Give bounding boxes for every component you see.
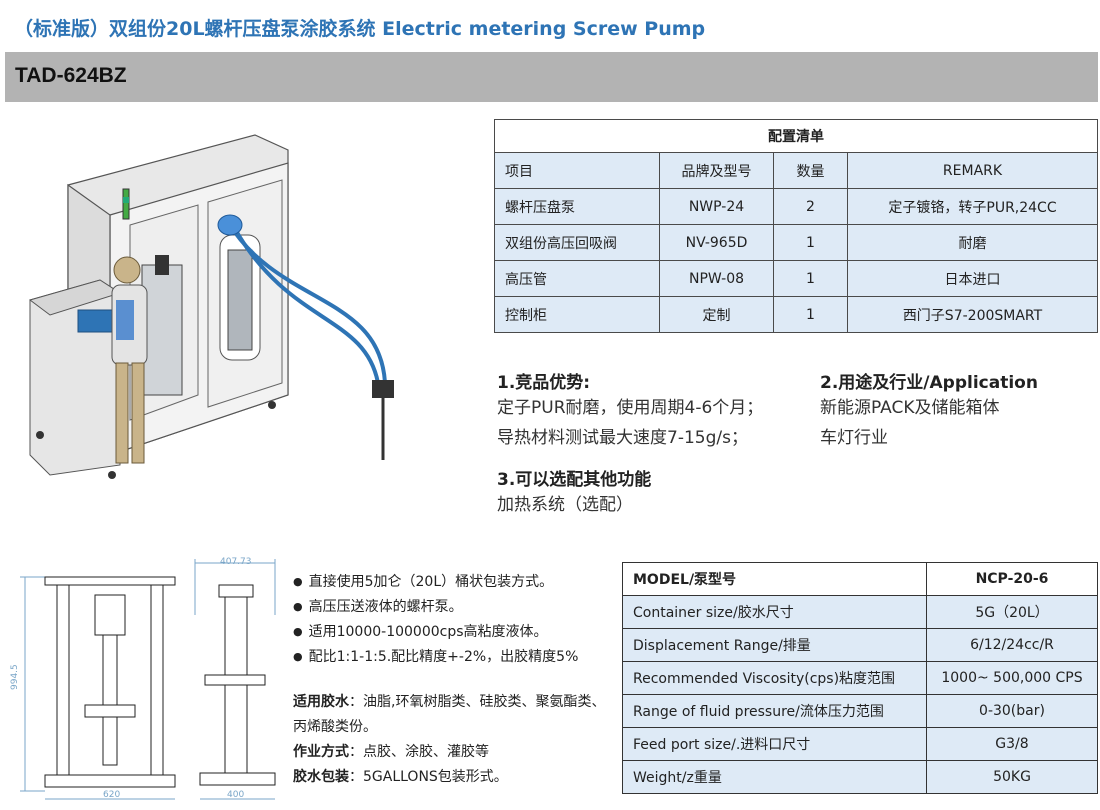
model-number: TAD-624BZ	[15, 64, 127, 87]
table-row: MODEL/泵型号 NCP-20-6	[622, 562, 1098, 596]
config-cell: 2	[773, 188, 848, 225]
config-cell: 定子镀铬，转子PUR,24CC	[847, 188, 1098, 225]
config-cell: 1	[773, 260, 848, 297]
machine-illustration	[28, 134, 394, 479]
page-title: （标准版）双组份20L螺杆压盘泵涂胶系统 Electric metering S…	[14, 18, 706, 40]
table-row: Feed port size/.进料口尺寸 G3/8	[622, 727, 1098, 761]
dim-width-top: 407.73	[220, 557, 252, 567]
config-header-qty: 数量	[773, 152, 848, 189]
technical-drawing: 994.5 620 407.73 400	[10, 557, 276, 800]
config-header-brand: 品牌及型号	[659, 152, 774, 189]
config-cell: 日本进口	[847, 260, 1098, 297]
table-row: Weight/z重量 50KG	[622, 760, 1098, 794]
method-info: 作业方式：点胶、涂胶、灌胶等	[293, 740, 608, 765]
advantage-line: 导热材料测试最大速度7-15g/s；	[497, 428, 748, 448]
spec-value: 50KG	[926, 760, 1098, 794]
bullet-item: 直接使用5加仑（20L）桶状包装方式。	[293, 570, 613, 595]
spec-label: Recommended Viscosity(cps)粘度范围	[622, 661, 927, 695]
application-line: 新能源PACK及储能箱体	[820, 398, 1000, 418]
advantage-line: 定子PUR耐磨，使用周期4-6个月；	[497, 398, 764, 418]
dim-height: 994.5	[10, 664, 20, 690]
table-row: 双组份高压回吸阀 NV-965D 1 耐磨	[494, 224, 1098, 261]
config-cell: 定制	[659, 296, 774, 333]
bullet-item: 配比1:1-1:5.配比精度+-2%，出胶精度5%	[293, 645, 613, 670]
config-header-item: 项目	[494, 152, 660, 189]
method-label: 作业方式	[293, 744, 349, 760]
spec-label: MODEL/泵型号	[622, 562, 927, 596]
config-cell: 螺杆压盘泵	[494, 188, 660, 225]
advantage-section: 1.竞品优势: 定子PUR耐磨，使用周期4-6个月； 导热材料测试最大速度7-1…	[497, 368, 817, 453]
application-title: 2.用途及行业/Application	[820, 373, 1038, 393]
method-text: ：点胶、涂胶、灌胶等	[349, 744, 489, 760]
config-cell: NWP-24	[659, 188, 774, 225]
bullet-item: 适用10000-100000cps高粘度液体。	[293, 620, 613, 645]
application-section: 2.用途及行业/Application 新能源PACK及储能箱体 车灯行业	[820, 368, 1090, 453]
model-bar: TAD-624BZ	[5, 52, 1098, 102]
feature-bullets: 直接使用5加仑（20L）桶状包装方式。 高压压送液体的螺杆泵。 适用10000-…	[293, 570, 613, 670]
spec-label: Range of fluid pressure/流体压力范围	[622, 694, 927, 728]
config-table-title: 配置清单	[494, 119, 1098, 153]
spec-label: Displacement Range/排量	[622, 628, 927, 662]
spec-value: 1000~ 500,000 CPS	[926, 661, 1098, 695]
dim-width-side: 400	[227, 790, 244, 800]
spec-value: 5G（20L）	[926, 595, 1098, 629]
spec-label: Container size/胶水尺寸	[622, 595, 927, 629]
pack-text: ：5GALLONS包装形式。	[349, 769, 508, 785]
config-cell: 1	[773, 224, 848, 261]
spec-value: 0-30(bar)	[926, 694, 1098, 728]
spec-table: MODEL/泵型号 NCP-20-6 Container size/胶水尺寸 5…	[622, 562, 1098, 794]
dim-width-front: 620	[103, 790, 120, 800]
options-section: 3.可以选配其他功能 加热系统（选配）	[497, 465, 817, 520]
config-cell: 控制柜	[494, 296, 660, 333]
table-row: 高压管 NPW-08 1 日本进口	[494, 260, 1098, 297]
config-header-remark: REMARK	[847, 152, 1098, 189]
table-row: Range of fluid pressure/流体压力范围 0-30(bar)	[622, 694, 1098, 728]
config-table: 配置清单 项目 品牌及型号 数量 REMARK 螺杆压盘泵 NWP-24 2 定…	[494, 119, 1098, 333]
config-cell: 1	[773, 296, 848, 333]
config-cell: 高压管	[494, 260, 660, 297]
config-cell: NPW-08	[659, 260, 774, 297]
config-cell: 耐磨	[847, 224, 1098, 261]
spec-value: 6/12/24cc/R	[926, 628, 1098, 662]
pack-label: 胶水包装	[293, 769, 349, 785]
application-line: 车灯行业	[820, 428, 888, 448]
pack-info: 胶水包装：5GALLONS包装形式。	[293, 765, 608, 790]
bullet-item: 高压压送液体的螺杆泵。	[293, 595, 613, 620]
config-cell: 双组份高压回吸阀	[494, 224, 660, 261]
spec-label: Feed port size/.进料口尺寸	[622, 727, 927, 761]
glue-info: 适用胶水：油脂,环氧树脂类、硅胶类、聚氨酯类、丙烯酸类份。	[293, 690, 608, 740]
options-line: 加热系统（选配）	[497, 495, 633, 515]
spec-value: NCP-20-6	[926, 562, 1098, 596]
table-row: 控制柜 定制 1 西门子S7-200SMART	[494, 296, 1098, 333]
usage-info: 适用胶水：油脂,环氧树脂类、硅胶类、聚氨酯类、丙烯酸类份。 作业方式：点胶、涂胶…	[293, 690, 608, 790]
glue-label: 适用胶水	[293, 694, 349, 710]
config-cell: 西门子S7-200SMART	[847, 296, 1098, 333]
options-title: 3.可以选配其他功能	[497, 470, 652, 490]
table-row: Displacement Range/排量 6/12/24cc/R	[622, 628, 1098, 662]
advantage-title: 1.竞品优势:	[497, 373, 591, 393]
table-row: 螺杆压盘泵 NWP-24 2 定子镀铬，转子PUR,24CC	[494, 188, 1098, 225]
spec-value: G3/8	[926, 727, 1098, 761]
spec-label: Weight/z重量	[622, 760, 927, 794]
config-cell: NV-965D	[659, 224, 774, 261]
table-row: Recommended Viscosity(cps)粘度范围 1000~ 500…	[622, 661, 1098, 695]
glue-text: ：油脂,环氧树脂类、硅胶类、聚氨酯类、丙烯酸类份。	[293, 694, 606, 735]
table-row: Container size/胶水尺寸 5G（20L）	[622, 595, 1098, 629]
